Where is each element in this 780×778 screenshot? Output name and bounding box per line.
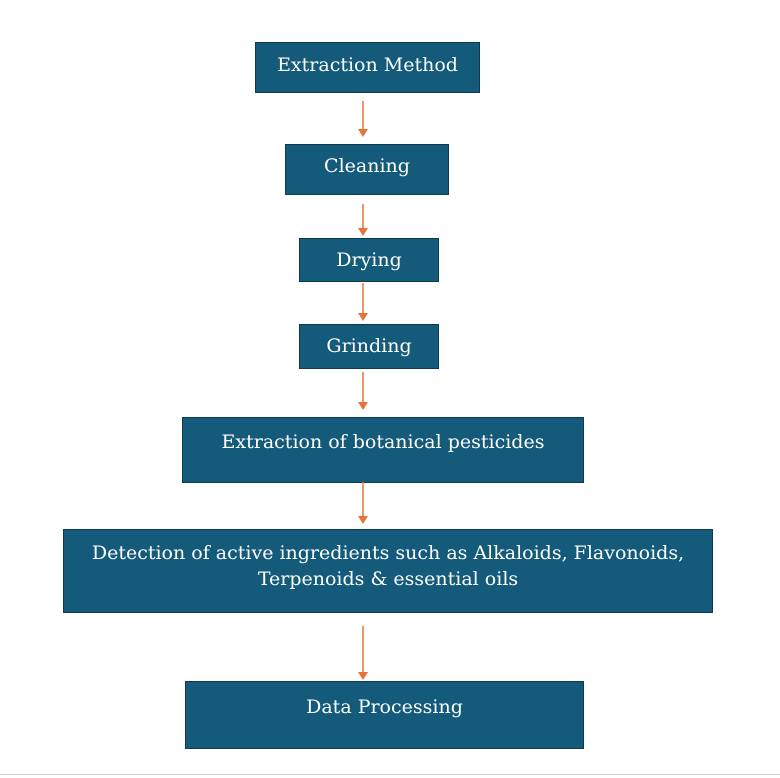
arrow-4 <box>358 372 368 410</box>
step-label-line-2: Terpenoids & essential oils <box>257 568 519 590</box>
bottom-divider <box>0 774 780 775</box>
step-extraction-of-botanical-pesticides: Extraction of botanical pesticides <box>182 417 584 483</box>
step-data-processing: Data Processing <box>185 681 584 749</box>
arrow-6 <box>358 626 368 680</box>
step-detection-of-active-ingredients: Detection of active ingredients such as … <box>63 529 713 613</box>
step-label: Grinding <box>326 335 412 357</box>
step-label: Drying <box>336 249 402 271</box>
step-label: Cleaning <box>324 155 410 177</box>
arrow-5 <box>358 482 368 524</box>
step-label-line-1: Detection of active ingredients such as … <box>91 542 685 564</box>
arrow-2 <box>358 204 368 236</box>
step-drying: Drying <box>299 238 439 282</box>
step-label: Extraction of botanical pesticides <box>221 431 545 453</box>
arrow-1 <box>358 101 368 137</box>
arrow-3 <box>358 283 368 321</box>
step-label: Data Processing <box>306 696 463 718</box>
step-extraction-method: Extraction Method <box>255 42 480 93</box>
step-grinding: Grinding <box>299 324 439 369</box>
step-cleaning: Cleaning <box>285 144 449 195</box>
step-label: Extraction Method <box>277 54 458 76</box>
